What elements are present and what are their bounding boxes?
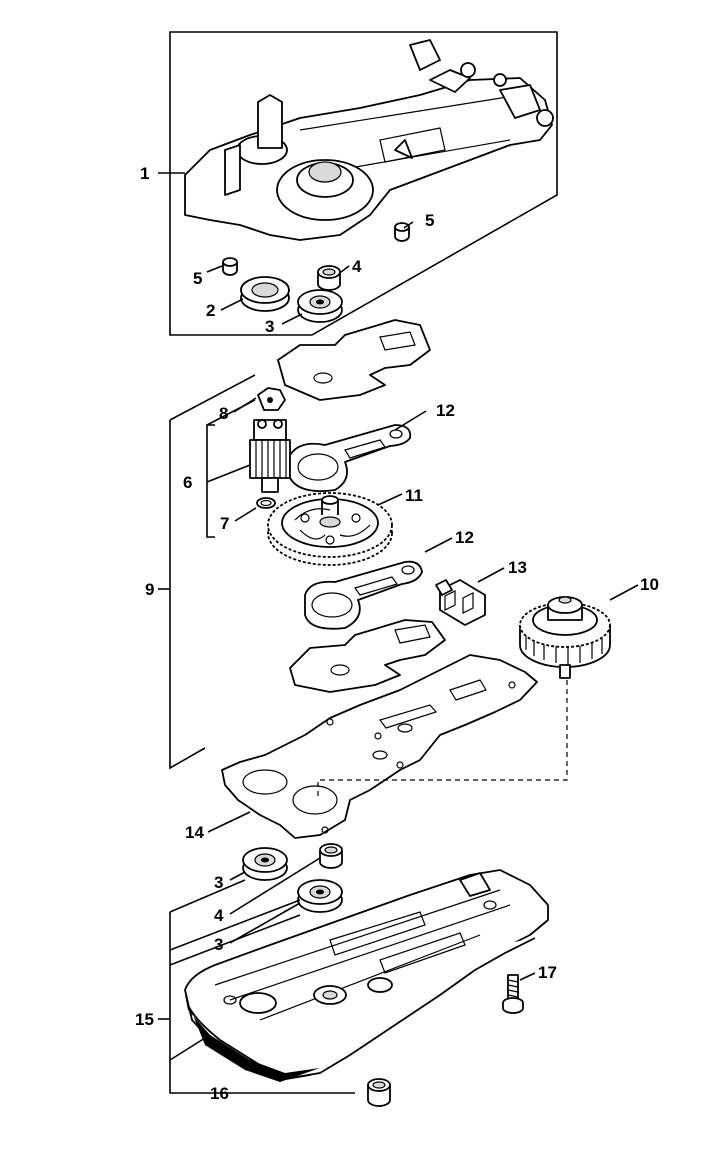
callout-16: 16 <box>210 1084 229 1103</box>
housing-cover-15 <box>184 869 549 1082</box>
callout-3-top: 3 <box>265 317 274 336</box>
connecting-plate-12-lower <box>304 560 423 630</box>
callout-2: 2 <box>206 301 215 320</box>
callout-4-lower: 4 <box>214 906 224 925</box>
callout-12-lower: 12 <box>455 528 474 547</box>
callout-6: 6 <box>183 473 192 492</box>
callout-15: 15 <box>135 1010 154 1029</box>
callout-12-upper: 12 <box>436 401 455 420</box>
retainer-13 <box>435 579 486 626</box>
ball-bearing-3-middle <box>242 847 288 881</box>
callout-13: 13 <box>508 558 527 577</box>
cover-group-bracket <box>169 879 355 1094</box>
housing-group-frame <box>169 31 558 336</box>
ball-bearing-3-upper <box>297 289 343 323</box>
callout-8: 8 <box>219 404 228 423</box>
callout-5-left: 5 <box>193 269 202 288</box>
connecting-plate-12-upper <box>289 424 412 493</box>
alignment-dashed-line <box>317 680 568 800</box>
pinion-shaft-6 <box>249 419 291 493</box>
ball-bearing-3-lower <box>297 879 343 913</box>
o-ring-7 <box>256 497 276 509</box>
callout-1: 1 <box>140 164 149 183</box>
ring-2 <box>240 276 290 312</box>
spur-gear-11 <box>267 492 393 566</box>
callout-5-right: 5 <box>425 211 434 230</box>
coupling-8 <box>257 387 286 411</box>
gasket-14 <box>221 654 538 839</box>
sleeve-5-upper <box>394 222 410 242</box>
callout-3-lower: 3 <box>214 935 223 954</box>
sleeve-5-lower <box>222 257 238 276</box>
callout-17: 17 <box>538 963 557 982</box>
needle-bearing-4-lower <box>319 843 343 869</box>
cover-plate-lower <box>289 619 446 693</box>
callout-3-middle: 3 <box>214 873 223 892</box>
cover-plate-upper <box>277 319 431 401</box>
pinion-group-bracket <box>206 399 256 538</box>
drive-gear-10 <box>519 596 611 679</box>
needle-bearing-4-upper <box>317 265 341 291</box>
callout-10: 10 <box>640 575 659 594</box>
callout-9: 9 <box>145 580 154 599</box>
gear-set-group-frame <box>169 374 256 770</box>
screw-17 <box>502 974 524 1014</box>
callout-7: 7 <box>220 514 229 533</box>
callout-4-top: 4 <box>352 257 362 276</box>
plug-16 <box>367 1078 391 1107</box>
gearbox-housing <box>184 39 554 241</box>
leader-lines <box>158 172 639 1020</box>
callout-14: 14 <box>185 823 204 842</box>
callout-11: 11 <box>405 486 423 505</box>
